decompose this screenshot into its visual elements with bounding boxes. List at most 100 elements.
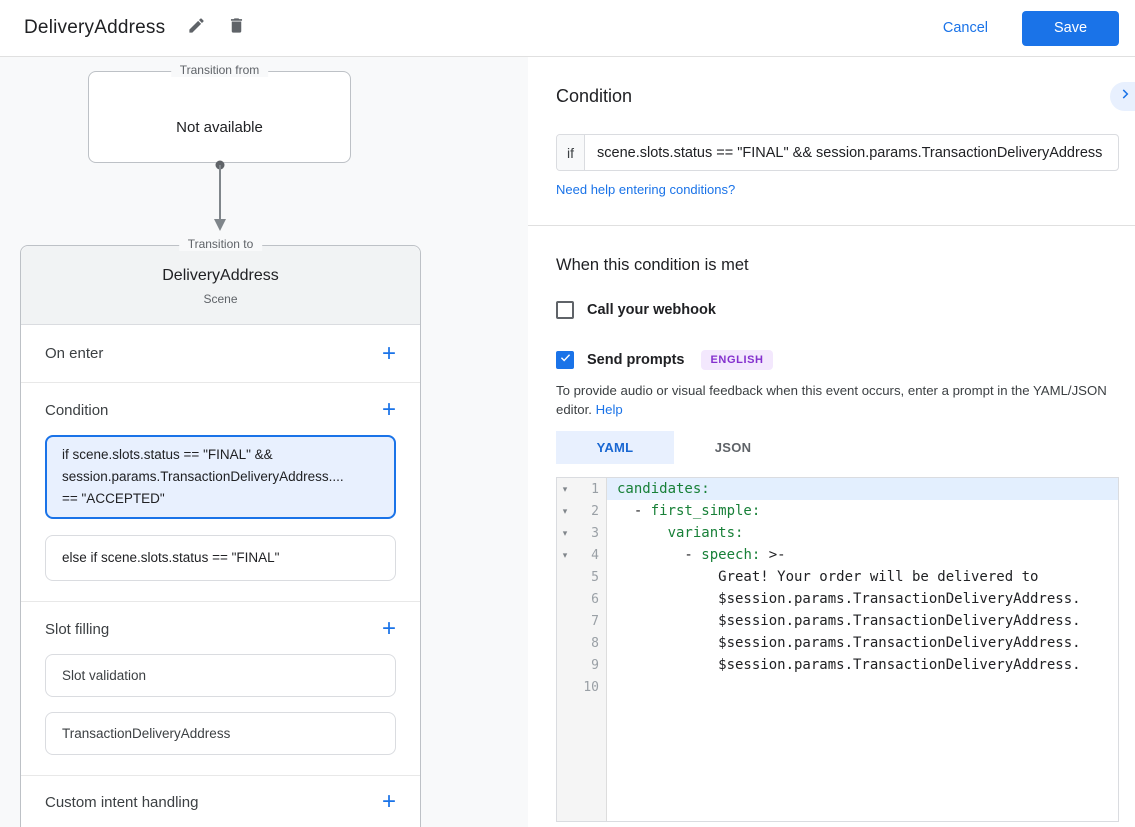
scene-graph-panel: Transition from Not available Transition… (0, 57, 528, 827)
fold-arrow-icon[interactable]: ▾ (562, 549, 568, 560)
on-enter-label: On enter (45, 345, 104, 362)
webhook-row: Call your webhook (556, 301, 716, 319)
condition-card-selected[interactable]: if scene.slots.status == "FINAL" && sess… (45, 435, 396, 519)
yaml-text-token: Great! Your order will be delivered to (617, 569, 1039, 585)
line-number: 7 (591, 613, 599, 629)
code-line[interactable]: variants: (607, 522, 1118, 544)
custom-intent-label: Custom intent handling (45, 793, 199, 811)
add-on-enter-button[interactable]: + (381, 339, 396, 367)
code-line[interactable] (607, 676, 1118, 698)
send-prompts-checkbox[interactable] (556, 351, 574, 369)
add-custom-intent-button[interactable]: + (381, 788, 396, 815)
yaml-key-token: variants: (667, 525, 744, 541)
yaml-text-token: >- (760, 547, 786, 563)
yaml-text-token: - (617, 547, 702, 563)
code-line[interactable]: $session.params.TransactionDeliveryAddre… (607, 588, 1118, 610)
webhook-checkbox[interactable] (556, 301, 574, 319)
scene-card: Transition to DeliveryAddress Scene On e… (20, 237, 421, 827)
add-slot-button[interactable]: + (381, 615, 396, 642)
tab-json[interactable]: JSON (714, 440, 752, 455)
gutter-row: 5 (557, 566, 606, 588)
when-met-title: When this condition is met (556, 256, 749, 274)
condition-detail-panel: Condition if Need help entering conditio… (528, 57, 1135, 827)
yaml-key-token: speech: (701, 547, 761, 563)
code-line[interactable]: - first_simple: (607, 500, 1118, 522)
collapse-panel-button[interactable] (1110, 82, 1135, 111)
line-number: 8 (591, 635, 599, 651)
trash-icon (227, 16, 246, 40)
transition-from-box: Transition from Not available (88, 63, 351, 163)
condition-expression-row: if (556, 134, 1119, 171)
condition-section: Condition + if scene.slots.status == "FI… (21, 383, 420, 602)
delete-button[interactable] (219, 11, 253, 45)
code-line[interactable]: $session.params.TransactionDeliveryAddre… (607, 654, 1118, 676)
yaml-text-token: $session.params.TransactionDeliveryAddre… (617, 613, 1081, 629)
gutter-row: 6 (557, 588, 606, 610)
prompt-description-text: To provide audio or visual feedback when… (556, 383, 1107, 417)
save-button[interactable]: Save (1022, 10, 1119, 46)
code-line[interactable]: $session.params.TransactionDeliveryAddre… (607, 632, 1118, 654)
yaml-text-token: $session.params.TransactionDeliveryAddre… (617, 591, 1081, 607)
chevron-right-icon (1118, 87, 1132, 106)
yaml-key-token: candidates: (617, 481, 710, 497)
conditions-help-link[interactable]: Need help entering conditions? (556, 182, 736, 197)
condition-card[interactable]: else if scene.slots.status == "FINAL" (45, 535, 396, 581)
fold-arrow-icon[interactable]: ▾ (562, 505, 568, 516)
slot-filling-label: Slot filling (45, 620, 110, 638)
condition-panel-title: Condition (556, 86, 633, 106)
scene-name: DeliveryAddress (162, 267, 279, 284)
edit-button[interactable] (179, 11, 213, 45)
transition-from-value: Not available (176, 119, 263, 136)
condition-expression-field[interactable] (597, 144, 1118, 161)
line-number: 5 (591, 569, 599, 585)
line-number: 9 (591, 657, 599, 673)
condition-expression-input[interactable] (585, 135, 1118, 170)
line-number: 2 (591, 503, 599, 519)
line-number: 4 (591, 547, 599, 563)
gutter-row: 8 (557, 632, 606, 654)
code-line[interactable]: Great! Your order will be delivered to (607, 566, 1118, 588)
code-line[interactable]: - speech: >- (607, 544, 1118, 566)
language-badge: ENGLISH (701, 350, 773, 370)
transition-from-label: Transition from (170, 63, 269, 77)
slot-filling-section: Slot filling + Slot validation Transacti… (21, 602, 420, 776)
yaml-text-token: $session.params.TransactionDeliveryAddre… (617, 657, 1081, 673)
fold-arrow-icon[interactable]: ▾ (562, 527, 568, 538)
help-link[interactable]: Help (595, 402, 623, 417)
send-prompts-row: Send prompts ENGLISH (556, 350, 773, 370)
scene-card-header[interactable]: DeliveryAddress Scene (21, 246, 420, 325)
on-enter-section: On enter + (21, 325, 420, 383)
top-bar: DeliveryAddress Cancel Save (0, 0, 1135, 57)
transition-arrow (212, 160, 228, 239)
checkmark-icon (559, 351, 572, 369)
yaml-text-token (617, 525, 668, 541)
tab-yaml[interactable]: YAML (556, 431, 674, 464)
gutter-row: ▾4 (557, 544, 606, 566)
cancel-button[interactable]: Cancel (942, 20, 988, 36)
add-condition-button[interactable]: + (381, 396, 396, 423)
yaml-text-token: $session.params.TransactionDeliveryAddre… (617, 635, 1081, 651)
gutter-row: ▾2 (557, 500, 606, 522)
line-number: 6 (591, 591, 599, 607)
transition-to-label: Transition to (178, 237, 263, 251)
condition-section-label: Condition (45, 401, 109, 419)
page-title: DeliveryAddress (24, 17, 166, 38)
gutter-row: 7 (557, 610, 606, 632)
gutter-row: ▾3 (557, 522, 606, 544)
scene-type: Scene (203, 292, 238, 306)
code-line[interactable]: candidates: (607, 478, 1118, 500)
fold-arrow-icon[interactable]: ▾ (562, 483, 568, 494)
slot-validation-card[interactable]: Slot validation (45, 654, 396, 697)
line-number: 10 (583, 679, 599, 695)
prompt-description: To provide audio or visual feedback when… (556, 381, 1122, 419)
gutter-row: 10 (557, 676, 606, 698)
gutter-row: ▾1 (557, 478, 606, 500)
editor-code-area[interactable]: candidates: - first_simple: variants: - … (607, 478, 1118, 821)
slot-card[interactable]: TransactionDeliveryAddress (45, 712, 396, 755)
if-prefix: if (557, 135, 585, 170)
gutter-row: 9 (557, 654, 606, 676)
code-line[interactable]: $session.params.TransactionDeliveryAddre… (607, 610, 1118, 632)
yaml-key-token: first_simple: (650, 503, 761, 519)
